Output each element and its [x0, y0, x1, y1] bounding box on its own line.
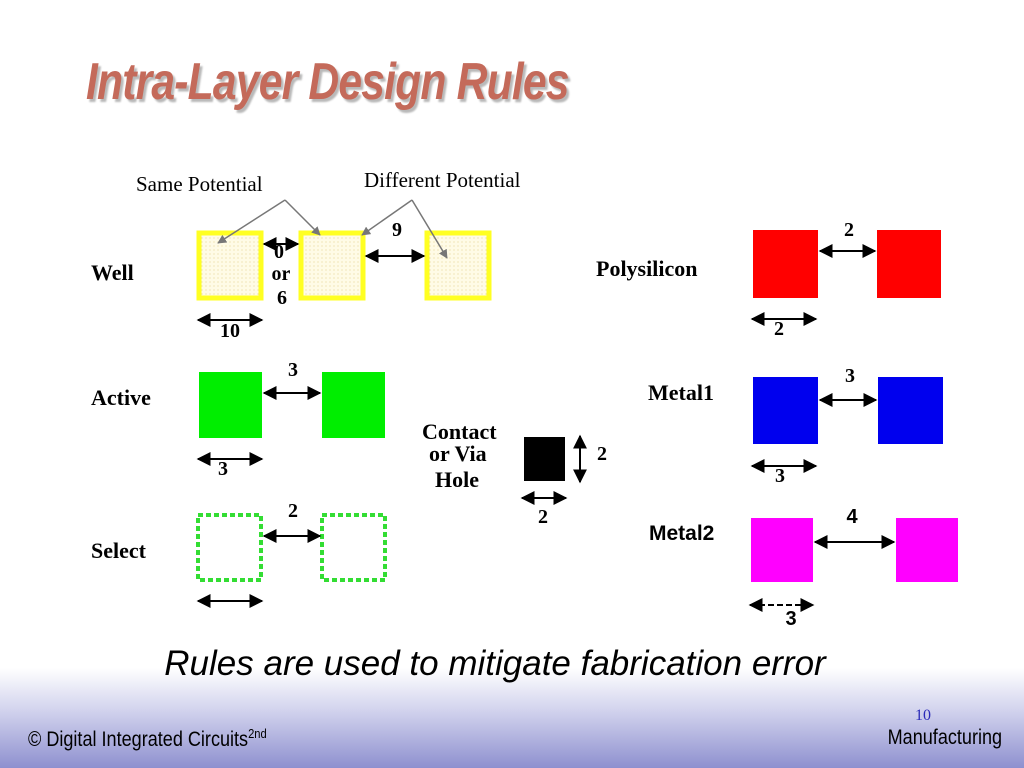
same-potential-pointer-2: [284, 199, 321, 236]
metal2-label: Metal2: [649, 522, 715, 545]
well-width-value: 10: [220, 320, 240, 342]
metal1-width-value: 3: [775, 465, 785, 487]
metal2-width-value: 3: [785, 608, 797, 630]
slide-title: Intra-Layer Design Rules: [86, 53, 569, 111]
well-rect-3: [424, 230, 492, 301]
polysilicon-rect-1: [753, 230, 818, 298]
well-spacing-diff-value: 9: [392, 219, 402, 241]
polysilicon-spacing-value: 2: [844, 219, 854, 241]
footer-section-name: Manufacturing: [887, 726, 1002, 749]
different-potential-pointer-2: [411, 199, 448, 259]
well-rect-1: [196, 230, 264, 301]
same-potential-pointer-1: [217, 199, 286, 244]
contact-rect: [524, 437, 565, 481]
footer-copyright-text: © Digital Integrated Circuits: [28, 728, 249, 751]
active-spacing-value: 3: [288, 359, 298, 381]
slide-caption: Rules are used to mitigate fabrication e…: [164, 644, 826, 683]
footer-copyright-sup: 2nd: [248, 726, 267, 741]
well-spacing-same-value: 0: [274, 241, 284, 263]
polysilicon-rect-2: [877, 230, 941, 298]
contact-label-line1: Contact: [422, 419, 497, 444]
metal2-rect-2: [896, 518, 958, 582]
contact-width-value: 2: [538, 506, 548, 528]
metal1-rect-2: [878, 377, 943, 444]
select-spacing-value: 2: [288, 500, 298, 522]
metal2-spacing-value: 4: [846, 506, 858, 528]
active-width-value: 3: [218, 458, 228, 480]
active-label: Active: [91, 385, 151, 410]
active-rect-2: [322, 372, 385, 438]
footer-copyright: © Digital Integrated Circuits2nd: [28, 726, 267, 752]
footer-band: [0, 668, 1024, 768]
different-potential-pointer-1: [361, 199, 413, 236]
well-spacing-or-text: or: [271, 263, 291, 285]
select-rect-2: [320, 513, 387, 582]
polysilicon-width-value: 2: [774, 318, 784, 340]
well-rect-2: [298, 230, 366, 301]
metal1-label: Metal1: [648, 380, 714, 405]
active-rect-1: [199, 372, 262, 438]
select-label: Select: [91, 538, 146, 563]
metal1-rect-1: [753, 377, 818, 444]
metal2-rect-1: [751, 518, 813, 582]
well-label: Well: [91, 260, 134, 285]
metal1-spacing-value: 3: [845, 365, 855, 387]
same-potential-label: Same Potential: [136, 172, 263, 196]
page-number: 10: [915, 707, 931, 724]
different-potential-label: Different Potential: [364, 168, 521, 192]
contact-height-value: 2: [597, 443, 607, 465]
contact-label-line3: Hole: [435, 467, 479, 492]
select-rect-1: [196, 513, 263, 582]
contact-label-line2: or Via: [429, 441, 487, 466]
polysilicon-label: Polysilicon: [596, 256, 698, 281]
well-spacing-alt-value: 6: [277, 287, 287, 309]
